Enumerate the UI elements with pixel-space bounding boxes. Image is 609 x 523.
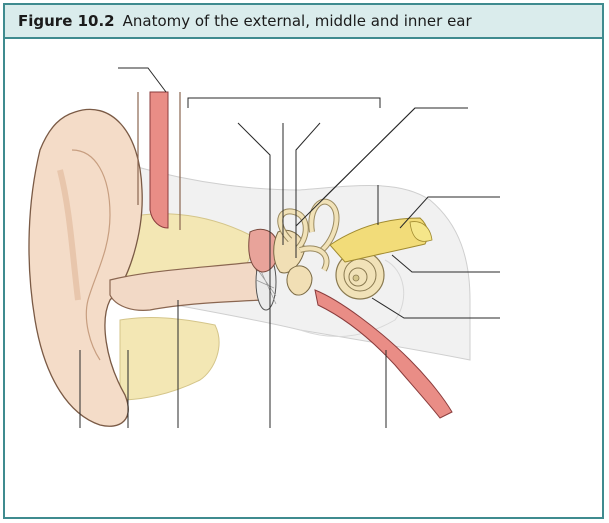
leader-ossicle-right bbox=[295, 122, 321, 258]
temporal-bone-region bbox=[129, 164, 471, 361]
leader-ossicle-left bbox=[237, 122, 271, 428]
figure-title-bar: Figure 10.2 Anatomy of the external, mid… bbox=[5, 5, 602, 39]
figure-number: Figure 10.2 bbox=[18, 12, 115, 30]
leader-eustachian bbox=[371, 297, 500, 319]
leader-nerve bbox=[399, 196, 500, 229]
leader-skin bbox=[118, 67, 167, 93]
eustachian-tube bbox=[314, 289, 453, 419]
cochlea bbox=[335, 250, 385, 300]
semicircular-canals bbox=[277, 198, 340, 272]
figure-caption: Anatomy of the external, middle and inne… bbox=[122, 12, 472, 30]
ear-canal bbox=[109, 261, 263, 311]
pinna bbox=[28, 108, 143, 427]
skin-vessel bbox=[137, 91, 181, 230]
leader-cochlea bbox=[391, 254, 500, 273]
auditory-nerve bbox=[329, 217, 433, 263]
leader-semicircular-2 bbox=[295, 107, 416, 227]
bracket-middle-ear bbox=[187, 97, 381, 108]
label-leader-lines bbox=[79, 67, 500, 428]
